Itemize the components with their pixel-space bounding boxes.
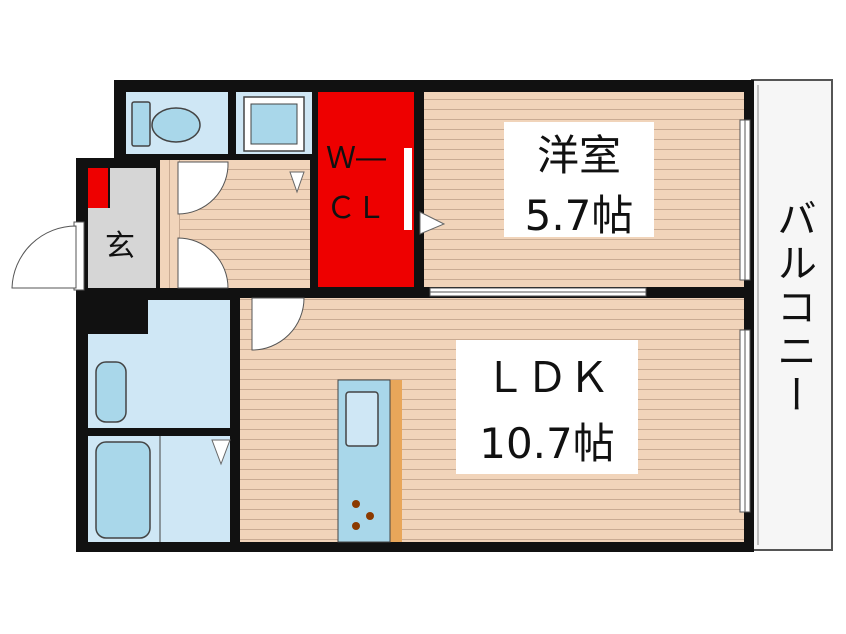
ldk-room: ＬＤＫ 10.7帖 bbox=[240, 297, 744, 543]
sliding-door bbox=[429, 287, 647, 297]
hallway bbox=[160, 160, 310, 289]
laundry-area bbox=[236, 92, 312, 154]
toilet-icon bbox=[131, 101, 201, 147]
window-ldk bbox=[739, 329, 751, 513]
entrance: 玄 bbox=[11, 168, 156, 291]
door-swing-icon bbox=[251, 297, 305, 351]
door-swing-icon bbox=[177, 237, 229, 289]
window-western-room bbox=[739, 119, 751, 281]
kitchen-counter bbox=[337, 379, 402, 543]
stove-icon bbox=[352, 500, 374, 530]
sink-icon bbox=[345, 391, 379, 447]
western-room: 洋室 5.7帖 bbox=[424, 92, 744, 287]
washroom bbox=[88, 300, 230, 428]
walk-in-closet: Ｗ― ＣＬ bbox=[318, 92, 446, 287]
balcony-label: バルコニー bbox=[770, 198, 816, 418]
western-room-name: 洋室 bbox=[537, 131, 621, 180]
closet-label-line1: Ｗ― bbox=[326, 141, 386, 176]
toilet-room bbox=[126, 92, 228, 154]
washbasin-icon bbox=[95, 361, 127, 423]
door-swing-icon bbox=[211, 439, 231, 466]
entrance-label: 玄 bbox=[105, 229, 135, 264]
western-room-size: 5.7帖 bbox=[525, 191, 634, 240]
entrance-door-icon bbox=[11, 225, 77, 289]
door-swing-icon bbox=[289, 171, 305, 194]
closet-label-line2: ＣＬ bbox=[326, 191, 386, 226]
balcony: バルコニー bbox=[751, 79, 833, 551]
washing-machine-icon bbox=[243, 96, 305, 152]
ldk-size: 10.7帖 bbox=[479, 419, 615, 468]
bathroom bbox=[88, 436, 231, 542]
bathtub-icon bbox=[95, 441, 151, 539]
ldk-name: ＬＤＫ bbox=[484, 353, 610, 402]
door-swing-icon bbox=[177, 161, 229, 215]
door-swing-icon bbox=[419, 211, 446, 235]
